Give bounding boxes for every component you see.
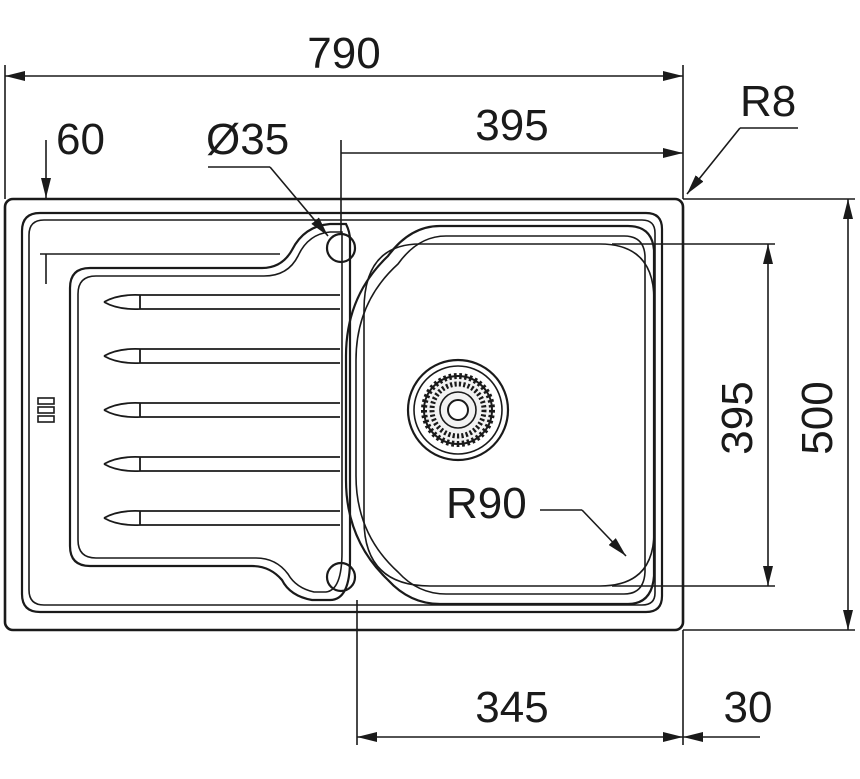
strainer-perforations	[421, 373, 495, 447]
overflow-slot	[37, 415, 55, 423]
drainboard	[37, 222, 352, 602]
tap-hole-optional	[325, 561, 357, 593]
dim-bowl-depth: 395	[713, 381, 762, 454]
drain-strainer	[406, 358, 510, 462]
dimension-lines	[5, 71, 853, 742]
leader-r8	[686, 127, 741, 195]
overflow-slot	[37, 397, 55, 405]
bowl	[344, 224, 656, 606]
strainer-center	[447, 399, 469, 421]
strainer-ring	[413, 365, 503, 455]
leader-35	[269, 166, 329, 237]
dim-corner-radius: R8	[740, 77, 796, 126]
sink-inner-rim	[20, 211, 664, 614]
leader-r90	[581, 509, 627, 557]
drainboard-ribs	[103, 293, 340, 527]
dim-bowl-width-bottom: 345	[475, 683, 548, 732]
dimension-labels: 790 60 Ø35 395 R8 395 500 R90 345 30	[56, 29, 842, 732]
sink-inner-rim-line	[28, 219, 656, 606]
drainboard-rib	[103, 455, 340, 473]
drainboard-tray	[68, 222, 352, 602]
drainboard-rib	[103, 401, 340, 419]
drainboard-tray-inner	[77, 231, 343, 593]
dim-bowl-corner-radius: R90	[446, 479, 527, 528]
bowl-rim-inner	[355, 235, 646, 595]
extension-lines	[4, 65, 855, 745]
drainboard-rib	[103, 509, 340, 527]
sink-outline	[3, 197, 685, 632]
dim-drainboard-offset: 60	[56, 115, 105, 164]
strainer-hub	[439, 391, 477, 429]
strainer-perforations-inner	[429, 381, 487, 439]
sink-outer-edge	[3, 197, 685, 632]
drainboard-rib	[103, 347, 340, 365]
dim-edge-margin: 30	[724, 683, 773, 732]
bowl-outer-edge	[344, 224, 656, 606]
dim-tap-hole-diameter: Ø35	[206, 115, 289, 164]
drainboard-rib	[103, 293, 340, 311]
overflow-slot	[37, 406, 55, 414]
strainer-outer	[406, 358, 510, 462]
dim-bowl-width-top: 395	[475, 101, 548, 150]
bowl-basin	[363, 243, 655, 587]
dim-overall-depth: 500	[793, 381, 842, 454]
dim-overall-width: 790	[307, 29, 380, 78]
